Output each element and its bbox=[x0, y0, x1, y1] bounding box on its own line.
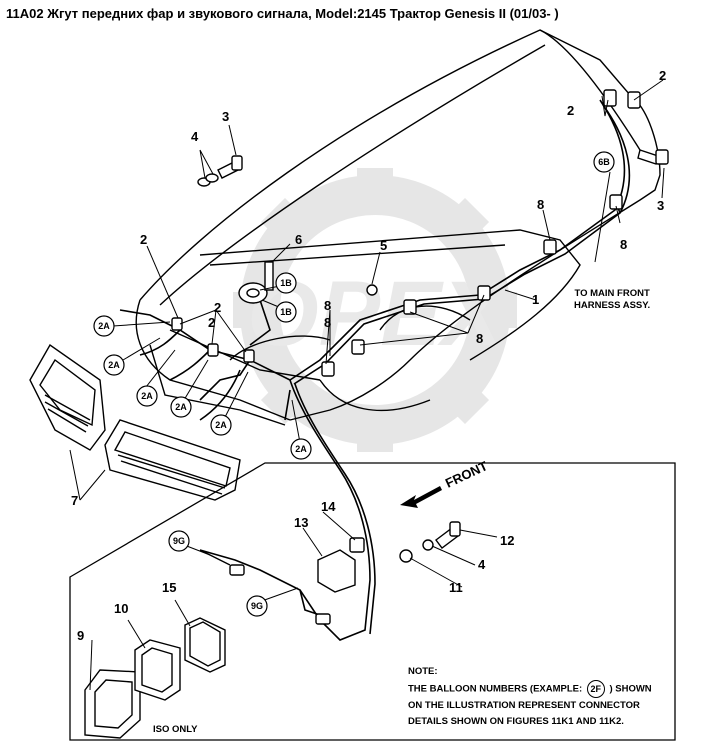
callout-2: 2 bbox=[208, 315, 215, 330]
connector-balloons: 2A 2A 2A 2A 2A 2A 1B 1B 6B 9G 9G bbox=[93, 151, 615, 617]
relay bbox=[349, 537, 365, 553]
callout-numbers: 4 3 2 6 5 2 8 8 8 1 8 8 2 2 3 7 14 13 12… bbox=[71, 68, 666, 643]
callout-3: 3 bbox=[222, 109, 229, 124]
callout-12: 12 bbox=[500, 533, 514, 548]
iso-inset-frame bbox=[69, 462, 676, 741]
example-balloon: 2F bbox=[586, 680, 605, 698]
main-harness bbox=[119, 99, 631, 641]
horn-bracket bbox=[264, 261, 274, 291]
svg-text:1B: 1B bbox=[280, 278, 292, 288]
balloon-6b: 6B bbox=[593, 151, 615, 173]
iso-lamp-parts bbox=[84, 617, 226, 739]
to-main-label: TO MAIN FRONT bbox=[574, 288, 650, 299]
svg-text:2A: 2A bbox=[108, 360, 120, 370]
svg-text:2A: 2A bbox=[295, 444, 307, 454]
balloon-2a: 2A bbox=[210, 414, 232, 436]
nut bbox=[366, 284, 378, 296]
relay-bracket bbox=[317, 549, 356, 593]
callout-2: 2 bbox=[567, 103, 574, 118]
callout-8: 8 bbox=[620, 237, 627, 252]
to-main-harness-label: TO MAIN FRONT HARNESS ASSY. bbox=[574, 288, 650, 312]
note-line-1-end: ) SHOWN bbox=[609, 683, 652, 695]
callout-5: 5 bbox=[380, 238, 387, 253]
callout-1: 1 bbox=[532, 292, 539, 307]
callout-11: 11 bbox=[449, 580, 463, 595]
callout-15: 15 bbox=[162, 580, 176, 595]
callout-8: 8 bbox=[324, 298, 331, 313]
callout-7: 7 bbox=[71, 493, 78, 508]
svg-text:2A: 2A bbox=[98, 321, 110, 331]
harness-assy-label: HARNESS ASSY. bbox=[574, 300, 651, 311]
leader-lines bbox=[69, 79, 665, 691]
callout-2: 2 bbox=[214, 300, 221, 315]
svg-text:1B: 1B bbox=[280, 307, 292, 317]
hood-outline bbox=[135, 29, 661, 426]
harness-clips bbox=[171, 89, 641, 377]
callout-13: 13 bbox=[294, 515, 308, 530]
watermark-gear bbox=[240, 175, 510, 445]
callout-8: 8 bbox=[324, 315, 331, 330]
balloon-2a: 2A bbox=[136, 385, 158, 407]
callout-4: 4 bbox=[191, 129, 199, 144]
balloon-2a: 2A bbox=[290, 438, 312, 460]
front-arrow-icon bbox=[400, 486, 442, 508]
callout-6: 6 bbox=[295, 232, 302, 247]
callout-10: 10 bbox=[114, 601, 128, 616]
hardware-top bbox=[197, 149, 669, 187]
lock-washer bbox=[422, 539, 434, 551]
balloon-1b: 1B bbox=[275, 272, 297, 294]
front-arrow: FRONT bbox=[400, 458, 490, 508]
svg-text:9G: 9G bbox=[173, 536, 185, 546]
callout-4: 4 bbox=[478, 557, 486, 572]
washer bbox=[399, 549, 413, 563]
horn-assembly bbox=[238, 261, 378, 304]
balloon-2a: 2A bbox=[170, 396, 192, 418]
balloon-2a: 2A bbox=[93, 315, 115, 337]
callout-2: 2 bbox=[659, 68, 666, 83]
callout-14: 14 bbox=[321, 499, 336, 514]
svg-text:9G: 9G bbox=[251, 601, 263, 611]
svg-text:6B: 6B bbox=[598, 157, 610, 167]
balloon-2a: 2A bbox=[103, 354, 125, 376]
svg-text:2A: 2A bbox=[141, 391, 153, 401]
callout-3: 3 bbox=[657, 198, 664, 213]
balloon-9g: 9G bbox=[246, 595, 268, 617]
note-block: NOTE: THE BALLOON NUMBERS (EXAMPLE: 2F )… bbox=[408, 664, 652, 730]
note-line-1-start: THE BALLOON NUMBERS (EXAMPLE: bbox=[408, 683, 583, 695]
balloon-1b: 1B bbox=[275, 301, 297, 323]
note-line-1: THE BALLOON NUMBERS (EXAMPLE: 2F ) SHOWN bbox=[408, 680, 652, 698]
iso-only-label: ISO ONLY bbox=[153, 724, 198, 735]
headlamp-assemblies bbox=[29, 343, 241, 501]
callout-2: 2 bbox=[140, 232, 147, 247]
note-line-2: ON THE ILLUSTRATION REPRESENT CONNECTOR bbox=[408, 700, 640, 711]
note-line-3: DETAILS SHOWN ON FIGURES 11K1 AND 11K2. bbox=[408, 716, 624, 727]
page-title: 11A02 Жгут передних фар и звукового сигн… bbox=[6, 6, 559, 21]
callout-8: 8 bbox=[476, 331, 483, 346]
callout-9: 9 bbox=[77, 628, 84, 643]
svg-text:2A: 2A bbox=[175, 402, 187, 412]
iso-relay-parts bbox=[199, 521, 461, 625]
note-heading: NOTE: bbox=[408, 666, 438, 677]
balloon-9g: 9G bbox=[168, 530, 190, 552]
svg-text:2A: 2A bbox=[215, 420, 227, 430]
callout-8: 8 bbox=[537, 197, 544, 212]
